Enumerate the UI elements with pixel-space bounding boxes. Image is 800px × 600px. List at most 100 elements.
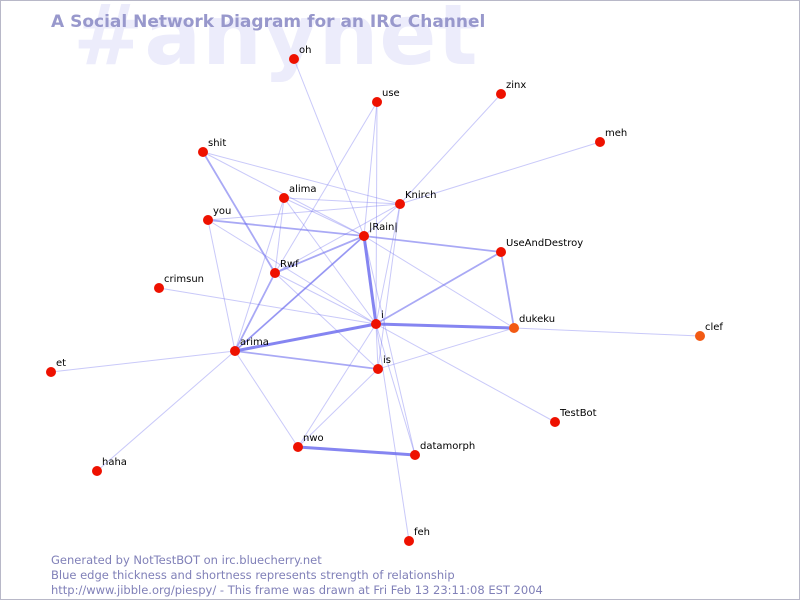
node-dot [154,283,164,293]
edge-Rain-dukeku [363,235,515,329]
node-dot [198,147,208,157]
edge-layer [50,58,701,542]
node-dot [371,319,381,329]
edge-use-Rain [363,101,378,237]
edge-crimsun-i [158,287,377,325]
edge-i-feh [375,323,410,542]
footer-generated-by: Generated by NotTestBOT on irc.bluecherr… [51,553,322,567]
edge-Rain-datamorph [363,235,416,456]
edge-UseAndDestroy-i [375,251,502,325]
node-crimsun: crimsun [154,274,204,293]
node-dot [496,89,506,99]
node-oh: oh [289,45,311,64]
node-dot [203,215,213,225]
node-label: i [381,310,384,321]
node-dot [496,247,506,257]
edge-arima-is [234,350,379,370]
node-use: use [372,88,400,107]
node-dot [289,54,299,64]
node-label: nwo [303,433,324,444]
edge-dukeku-clef [513,327,701,337]
node-label: dukeku [519,314,555,325]
node-alima: alima [279,184,317,203]
edge-you-Rain [207,219,365,237]
node-label: crimsun [164,274,204,285]
node-dot [270,268,280,278]
node-dot [46,367,56,377]
footer-url-timestamp: http://www.jibble.org/piespy/ - This fra… [51,583,543,597]
node-dot [509,323,519,333]
node-you: you [203,206,231,225]
edge-Rain-i [362,235,378,325]
edge-shit-Knirch [202,151,401,205]
node-et: et [46,358,66,377]
node-zinx: zinx [496,80,526,99]
edge-you-i [207,219,377,325]
edge-i-nwo [297,323,377,448]
edge-i-TestBot [375,323,556,423]
node-label: meh [605,128,627,139]
edge-you-Knirch [207,203,401,221]
edge-i-is [375,323,379,370]
node-dot [404,536,414,546]
node-label: et [56,358,66,369]
edge-arima-nwo [234,350,299,448]
node-label: datamorph [420,441,475,452]
edge-Rain-UseAndDestroy [363,235,502,253]
edge-Rwf-i [274,272,377,325]
edge-UseAndDestroy-dukeku [500,251,515,329]
edge-zinx-Knirch [399,93,502,205]
node-label: haha [102,457,127,468]
node-label: Rwf [280,259,299,270]
node-dot [92,466,102,476]
node-dot [550,417,560,427]
node-label: shit [208,138,226,149]
edge-Knirch-is [377,203,401,370]
edge-alima-arima [234,197,285,352]
node-Knirch: Knirch [395,190,436,209]
edge-oh-Rain [293,58,365,237]
edge-use-Rwf [274,101,378,274]
edge-i-arima [234,322,377,353]
node-feh: feh [404,527,430,546]
edge-alima-Rwf [274,197,285,274]
edge-is-nwo [297,368,379,448]
node-nwo: nwo [293,433,324,452]
edge-meh-Knirch [399,141,601,205]
node-is: is [373,355,391,374]
edge-Rwf-arima [234,272,276,352]
node-dot [359,231,369,241]
node-i: i [371,310,384,329]
node-dot [373,364,383,374]
edge-you-arima [207,219,236,352]
node-haha: haha [92,457,127,476]
node-dot [230,346,240,356]
edge-Knirch-Rwf [274,203,401,274]
edge-Rain-Rwf [274,235,365,274]
node-Rain: |Rain| [359,222,398,241]
edge-i-datamorph [375,323,416,456]
node-label: UseAndDestroy [506,238,583,249]
node-dot [410,450,420,460]
node-label: you [213,206,231,217]
node-label: feh [414,527,430,538]
diagram-title: A Social Network Diagram for an IRC Chan… [51,12,486,32]
node-label: is [383,355,391,366]
channel-watermark: #anynet [73,0,479,84]
edge-alima-Rain [283,197,365,237]
node-label: alima [289,184,317,195]
node-dot [279,193,289,203]
node-dot [595,137,605,147]
edge-alima-Knirch [283,197,401,205]
edge-alima-i [283,197,377,325]
node-label: TestBot [559,408,597,419]
footer-legend: Blue edge thickness and shortness repres… [51,568,455,582]
node-label: zinx [506,80,526,91]
edge-Rwf-is [274,272,379,370]
node-clef: clef [695,322,723,341]
node-label: |Rain| [369,222,398,233]
node-dot [372,97,382,107]
node-label: arima [240,337,269,348]
